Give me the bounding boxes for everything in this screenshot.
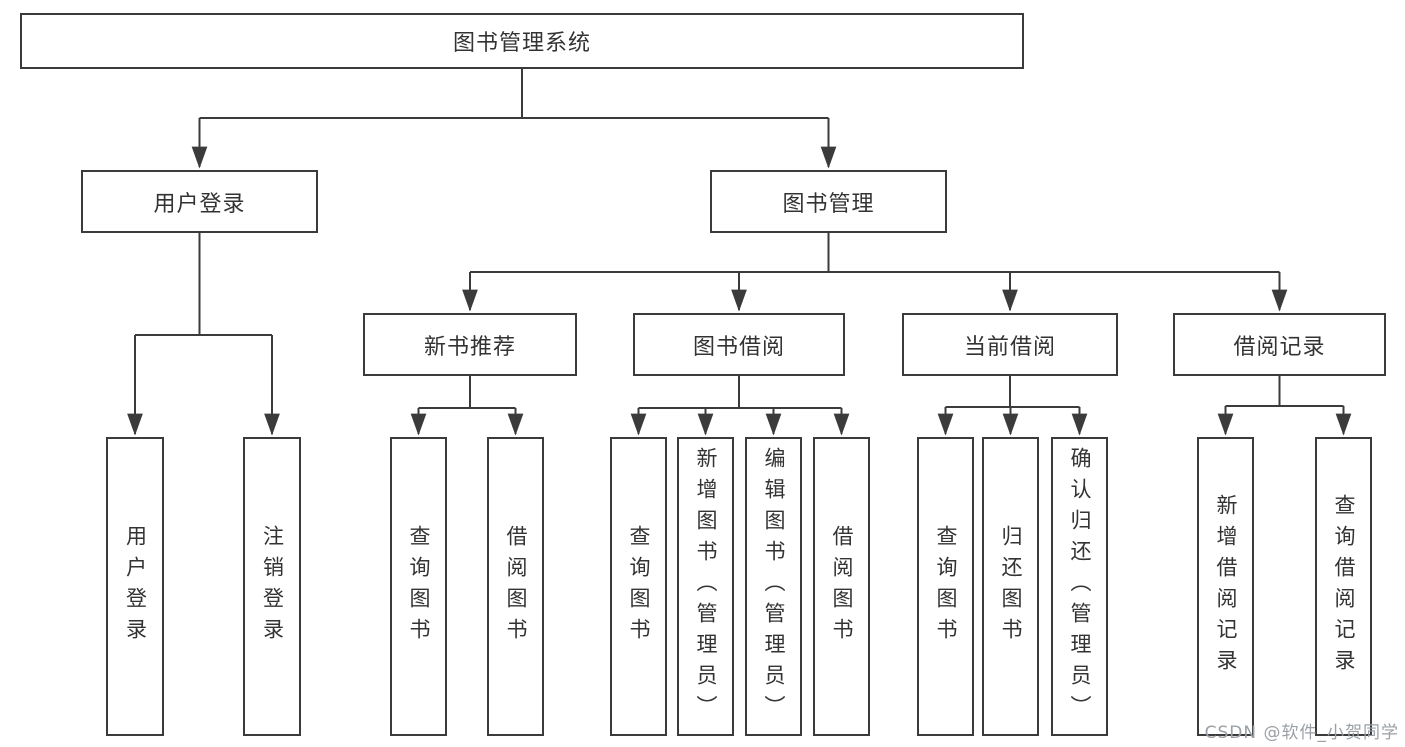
leaf-user-login: 用户登录 xyxy=(106,437,164,736)
leaf-borrow-add-books-admin: 新增图书（管理员） xyxy=(677,437,734,736)
connector-root-to-level2 xyxy=(191,69,837,169)
leaf-records-query-record: 查询借阅记录 xyxy=(1315,437,1372,736)
node-book-borrow: 图书借阅 xyxy=(633,313,845,376)
leaf-borrow-edit-books-admin: 编辑图书（管理员） xyxy=(745,437,802,736)
node-root-system: 图书管理系统 xyxy=(20,13,1024,69)
connector-book-borrow-to-leaves xyxy=(630,376,850,436)
leaf-records-add-record: 新增借阅记录 xyxy=(1197,437,1254,736)
node-borrow-records: 借阅记录 xyxy=(1173,313,1386,376)
node-new-book-recommend: 新书推荐 xyxy=(363,313,577,376)
leaf-current-return-books: 归还图书 xyxy=(982,437,1039,736)
connector-book-mgmt-to-level3 xyxy=(462,233,1288,312)
leaf-current-confirm-return-admin: 确认归还（管理员） xyxy=(1051,437,1108,736)
leaf-newbooks-query-books: 查询图书 xyxy=(390,437,447,736)
node-current-borrow: 当前借阅 xyxy=(902,313,1118,376)
connector-new-books-to-leaves xyxy=(410,376,524,436)
connector-user-login-to-leaves xyxy=(127,233,280,436)
csdn-watermark: CSDN @软件_小贺同学 xyxy=(1204,723,1399,743)
connector-borrow-records-to-leaves xyxy=(1217,376,1352,436)
leaf-newbooks-borrow-books: 借阅图书 xyxy=(487,437,544,736)
leaf-borrow-query-books: 查询图书 xyxy=(610,437,667,736)
node-user-login: 用户登录 xyxy=(81,170,318,233)
leaf-borrow-borrow-books: 借阅图书 xyxy=(813,437,870,736)
node-book-management: 图书管理 xyxy=(710,170,947,233)
connector-current-borrow-to-leaves xyxy=(937,376,1088,436)
leaf-logout: 注销登录 xyxy=(243,437,301,736)
leaf-current-query-books: 查询图书 xyxy=(917,437,974,736)
